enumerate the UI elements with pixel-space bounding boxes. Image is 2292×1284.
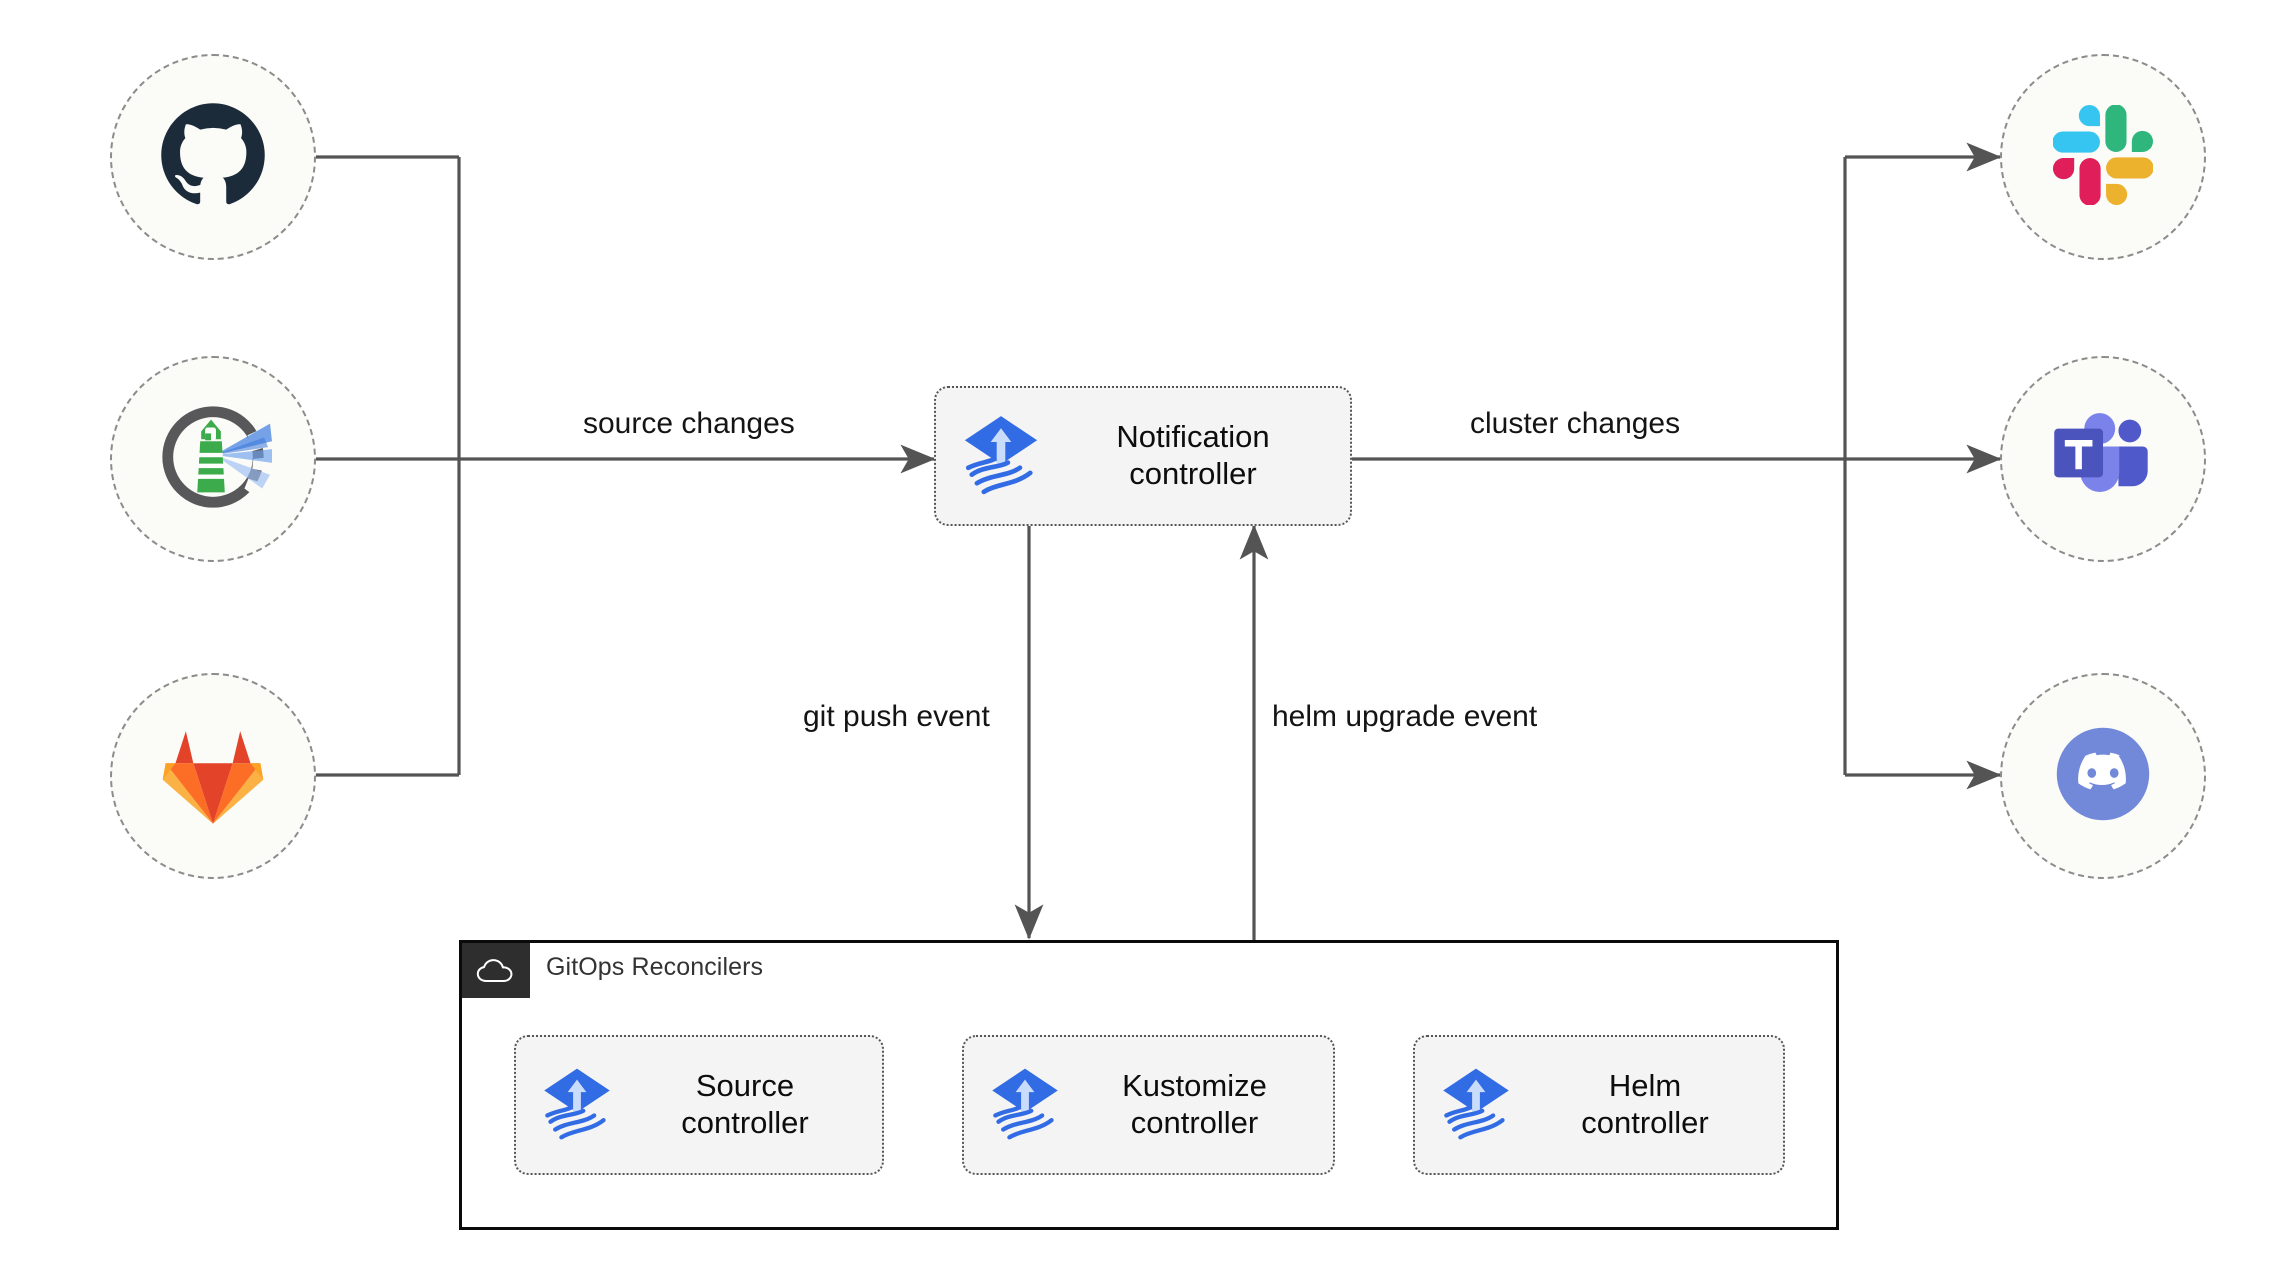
teams-icon [2051, 409, 2155, 510]
destination-node-teams[interactable] [2000, 356, 2206, 562]
kustomize-controller-box[interactable]: Kustomize controller [962, 1035, 1335, 1175]
kustomize-controller-label: Kustomize controller [1122, 1068, 1267, 1140]
source-controller-box[interactable]: Source controller [514, 1035, 884, 1175]
helm-controller-label: Helm controller [1581, 1068, 1709, 1140]
edge-label-helm-upgrade-event: helm upgrade event [1272, 700, 1538, 733]
edge-label-source-changes: source changes [583, 407, 795, 440]
edge-label-cluster-changes: cluster changes [1470, 407, 1681, 440]
flux-icon [1437, 1064, 1515, 1147]
edge-label-git-push-event: git push event [803, 700, 990, 733]
flux-icon [958, 411, 1044, 502]
source-node-github[interactable] [110, 54, 316, 260]
notification-controller-label: Notification controller [1116, 419, 1270, 491]
gitlab-icon [157, 722, 269, 831]
github-icon [159, 101, 267, 214]
destination-node-slack[interactable] [2000, 54, 2206, 260]
cloud-icon [462, 943, 530, 998]
source-node-harbor[interactable] [110, 356, 316, 562]
discord-icon [2044, 715, 2162, 838]
destination-node-discord[interactable] [2000, 673, 2206, 879]
slack-icon [2052, 103, 2154, 210]
notification-controller-box[interactable]: Notification controller [934, 386, 1352, 526]
source-controller-label: Source controller [681, 1068, 809, 1140]
flux-icon [986, 1064, 1064, 1147]
source-node-gitlab[interactable] [110, 673, 316, 879]
gitops-reconcilers-title: GitOps Reconcilers [546, 953, 764, 981]
helm-controller-box[interactable]: Helm controller [1413, 1035, 1785, 1175]
flux-icon [538, 1064, 616, 1147]
harbor-icon [154, 398, 272, 521]
